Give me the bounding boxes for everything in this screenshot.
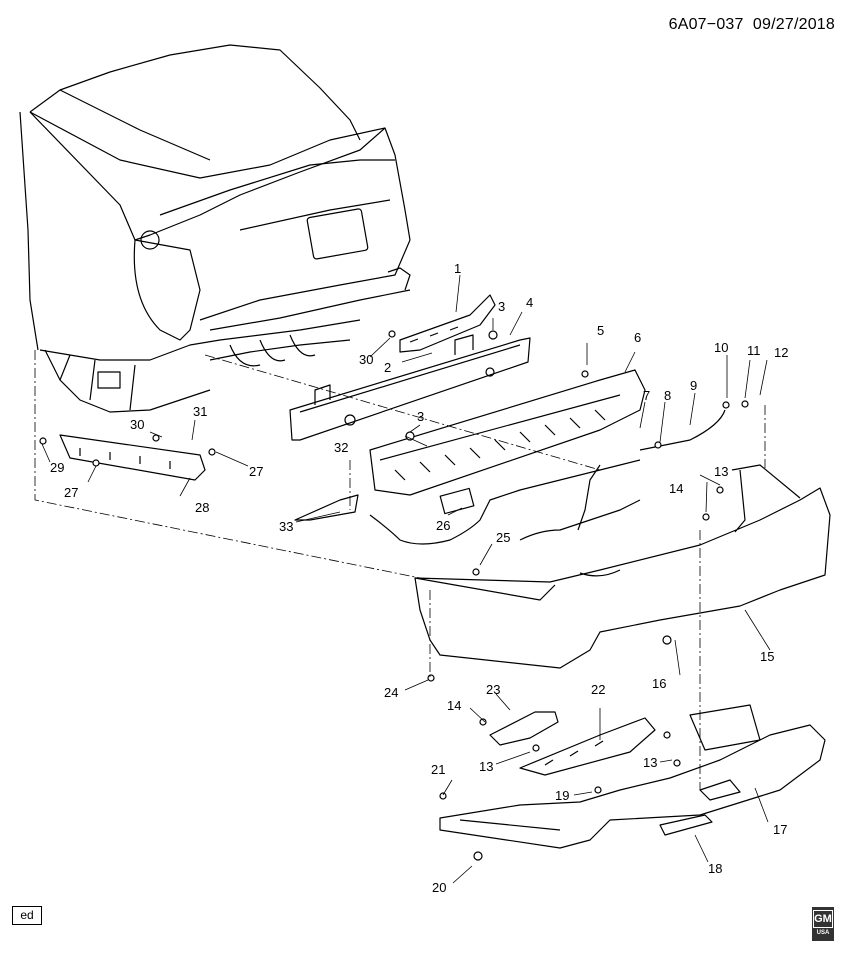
callout-15: 15 <box>760 649 774 664</box>
callout-31: 31 <box>193 404 207 419</box>
callout-27: 27 <box>64 485 78 500</box>
part-17-valance <box>439 704 826 849</box>
gm-logo-subtext: USA <box>816 930 830 936</box>
callout-28: 28 <box>195 500 209 515</box>
part-4-hole-2 <box>485 367 495 377</box>
callout-33: 33 <box>279 519 293 534</box>
callout-29: 29 <box>50 460 64 475</box>
wiring-harness <box>369 409 726 545</box>
callout-14: 14 <box>669 481 683 496</box>
callout-labels: 1 2 3 3 4 5 6 7 8 9 10 11 12 13 13 13 14… <box>50 261 788 895</box>
callout-9: 9 <box>690 378 697 393</box>
part-1-bracket <box>399 294 496 353</box>
callout-10: 10 <box>714 340 728 355</box>
part-26-module <box>439 487 475 515</box>
callout-26: 26 <box>436 518 450 533</box>
diagram-date: 09/27/2018 <box>752 16 835 33</box>
part-18-trim <box>659 814 713 836</box>
gm-logo-text: GM <box>813 910 833 928</box>
callout-7: 7 <box>643 388 650 403</box>
callout-6: 6 <box>634 330 641 345</box>
callout-32: 32 <box>334 440 348 455</box>
callout-22: 22 <box>591 682 605 697</box>
callout-18: 18 <box>708 861 722 876</box>
part-28-bracket <box>59 434 206 481</box>
callout-3: 3 <box>498 299 505 314</box>
callout-30: 30 <box>359 352 373 367</box>
callout-17: 17 <box>773 822 787 837</box>
callout-14: 14 <box>447 698 461 713</box>
part-6-energy-absorber <box>369 369 646 496</box>
callout-24: 24 <box>384 685 398 700</box>
callout-13: 13 <box>479 759 493 774</box>
part-4-impact-bar <box>289 334 531 441</box>
callout-13: 13 <box>714 464 728 479</box>
callout-3: 3 <box>417 409 424 424</box>
part-22-reinforcement <box>519 717 656 776</box>
gm-logo: GM USA <box>812 907 834 941</box>
part-33-splash-shield <box>294 494 359 521</box>
leader-lines <box>34 274 771 884</box>
callout-4: 4 <box>526 295 533 310</box>
callout-21: 21 <box>431 762 445 777</box>
callout-13: 13 <box>643 755 657 770</box>
callout-5: 5 <box>597 323 604 338</box>
callout-16: 16 <box>652 676 666 691</box>
callout-19: 19 <box>555 788 569 803</box>
part-23-bracket <box>489 711 559 746</box>
callout-11: 11 <box>747 343 761 358</box>
callout-12: 12 <box>774 345 788 360</box>
callout-20: 20 <box>432 880 446 895</box>
fasteners <box>39 330 749 861</box>
diagram-header: 6A07−037 09/27/2018 <box>669 16 835 34</box>
diagram-code: 6A07−037 <box>668 16 744 33</box>
callout-23: 23 <box>486 682 500 697</box>
vehicle-body <box>19 44 411 413</box>
callout-25: 25 <box>496 530 510 545</box>
callout-27: 27 <box>249 464 263 479</box>
part-15-bumper-fascia <box>414 464 831 669</box>
callout-8: 8 <box>664 388 671 403</box>
ed-label: ed <box>12 906 42 925</box>
callout-2: 2 <box>384 360 391 375</box>
callout-1: 1 <box>454 261 461 276</box>
part-4-hole <box>344 414 356 426</box>
callout-30: 30 <box>130 417 144 432</box>
